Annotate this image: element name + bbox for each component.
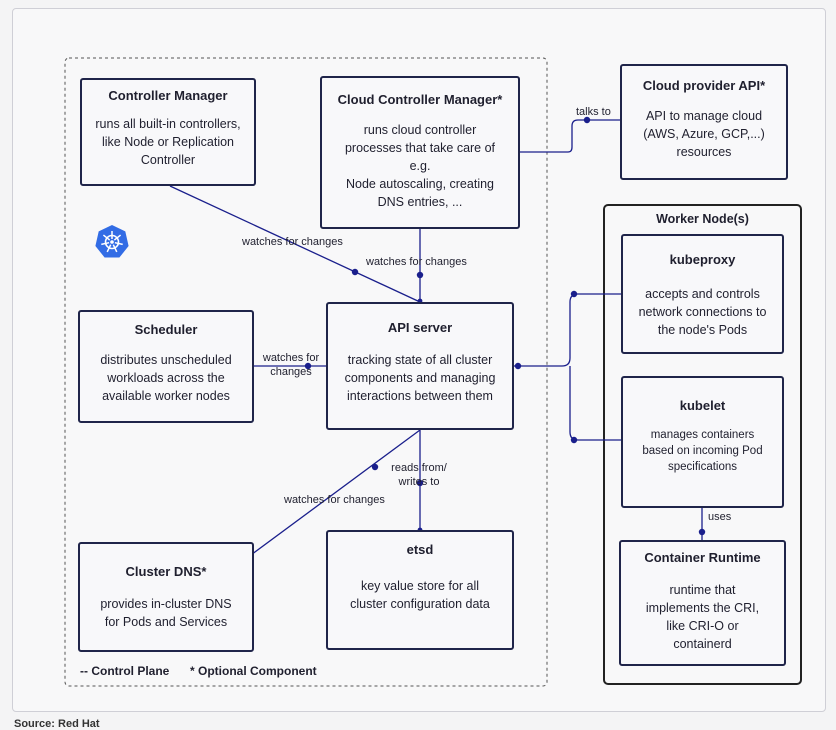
cluster-dns-desc-2: for Pods and Services	[104, 615, 228, 629]
label-watches-dns: watches for changes	[284, 494, 385, 506]
api-server-box: API server tracking state of all cluster…	[326, 302, 514, 430]
label-reads-writes-2: writes to	[398, 476, 440, 488]
control-plane-boundary	[64, 57, 548, 687]
label-watches-scheduler-1: watches for	[262, 352, 320, 364]
controller-manager-desc-1: runs all built-in controllers,	[95, 117, 241, 131]
etsd-desc-2: cluster configuration data	[350, 597, 490, 611]
kubelet-title: kubelet	[679, 398, 726, 413]
label-reads-writes-1: reads from/	[391, 462, 447, 474]
controller-manager-desc-2: like Node or Replication	[101, 135, 234, 149]
cloud-provider-title: Cloud provider API*	[642, 78, 766, 93]
edge-dot	[371, 463, 379, 471]
edge-ccm-cloud	[520, 119, 620, 153]
edge-dns-api	[235, 429, 421, 567]
etsd-box: etsd key value store for all cluster con…	[326, 530, 514, 650]
label-watches-scheduler-2: changes	[270, 366, 312, 378]
label-talks-to: talks to	[576, 106, 611, 118]
etsd-title: etsd	[406, 542, 434, 557]
container-runtime-box: Container Runtime runtime that implement…	[619, 540, 786, 666]
api-server-desc-3: interactions between them	[347, 389, 493, 403]
controller-manager-box: Controller Manager runs all built-in con…	[80, 78, 256, 186]
label-reads-writes: reads from/ writes to	[386, 461, 452, 489]
container-runtime-desc-3: like CRI-O or	[666, 619, 739, 633]
kubelet-box: kubelet manages containers based on inco…	[621, 376, 784, 508]
edge-dot	[416, 479, 424, 487]
cloud-provider-api-box: Cloud provider API* API to manage cloud …	[620, 64, 788, 180]
edge-dot	[570, 436, 578, 444]
scheduler-box: Scheduler distributes unscheduled worklo…	[78, 310, 254, 423]
cluster-dns-title: Cluster DNS*	[125, 564, 207, 579]
scheduler-title: Scheduler	[134, 322, 198, 337]
api-server-title: API server	[387, 320, 453, 335]
kubelet-desc-3: specifications	[667, 461, 738, 473]
kubeproxy-title: kubeproxy	[669, 252, 736, 267]
api-server-desc-1: tracking state of all cluster	[347, 353, 493, 367]
container-runtime-desc-2: implements the CRI,	[645, 601, 760, 615]
edge-dot	[304, 362, 312, 370]
cloud-provider-desc-1: API to manage cloud	[645, 109, 763, 123]
edge-dot	[583, 116, 591, 124]
ccm-desc-2: processes that take care of	[344, 141, 496, 155]
scheduler-desc-3: available worker nodes	[102, 389, 230, 403]
edge-cm-api	[169, 185, 421, 303]
label-watches-cm: watches for changes	[242, 236, 343, 248]
ccm-desc-3: e.g.	[409, 159, 431, 173]
controller-manager-title: Controller Manager	[108, 88, 228, 103]
ccm-title: Cloud Controller Manager*	[337, 92, 503, 107]
kubeproxy-desc-2: network connections to	[638, 305, 767, 319]
cloud-provider-desc-3: resources	[676, 145, 732, 159]
kubernetes-logo-icon	[95, 225, 129, 258]
container-runtime-desc-4: containerd	[673, 637, 732, 651]
scheduler-desc-2: workloads across the	[107, 371, 225, 385]
worker-node-title: Worker Node(s)	[656, 212, 749, 226]
kubelet-desc-2: based on incoming Pod	[642, 445, 763, 457]
cluster-dns-box: Cluster DNS* provides in-cluster DNS for…	[78, 542, 254, 652]
legend-control-plane: -- Control Plane	[80, 664, 170, 678]
ccm-desc-1: runs cloud controller	[363, 123, 477, 137]
api-server-desc-2: components and managing	[344, 371, 496, 385]
container-runtime-title: Container Runtime	[644, 550, 761, 565]
label-watches-scheduler: watches for changes	[258, 351, 324, 379]
source-caption: Source: Red Hat	[14, 718, 100, 730]
edge-dot	[514, 362, 522, 370]
edge-dot	[351, 268, 359, 276]
scheduler-desc-1: distributes unscheduled	[100, 353, 232, 367]
legend-optional: * Optional Component	[190, 664, 317, 678]
ccm-desc-4: Node autoscaling, creating	[345, 177, 494, 191]
cluster-dns-desc-1: provides in-cluster DNS	[100, 597, 232, 611]
edge-dot	[416, 271, 424, 279]
kubelet-desc-1: manages containers	[650, 429, 755, 441]
controller-manager-desc-3: Controller	[140, 153, 196, 167]
cloud-controller-manager-box: Cloud Controller Manager* runs cloud con…	[320, 76, 520, 229]
edge-dot	[570, 290, 578, 298]
worker-node-boundary	[603, 204, 802, 685]
label-uses: uses	[708, 511, 732, 523]
container-runtime-desc-1: runtime that	[669, 583, 736, 597]
label-watches-ccm: watches for changes	[366, 256, 467, 268]
edge-api-kubelet	[569, 366, 621, 441]
ccm-desc-5: DNS entries, ...	[377, 195, 463, 209]
kubeproxy-box: kubeproxy accepts and controls network c…	[621, 234, 784, 354]
edge-dot	[698, 528, 706, 536]
kubeproxy-desc-1: accepts and controls	[645, 287, 760, 301]
cloud-provider-desc-2: (AWS, Azure, GCP,...)	[643, 127, 765, 141]
kubeproxy-desc-3: the node's Pods	[657, 323, 748, 337]
etsd-desc-1: key value store for all	[360, 579, 480, 593]
